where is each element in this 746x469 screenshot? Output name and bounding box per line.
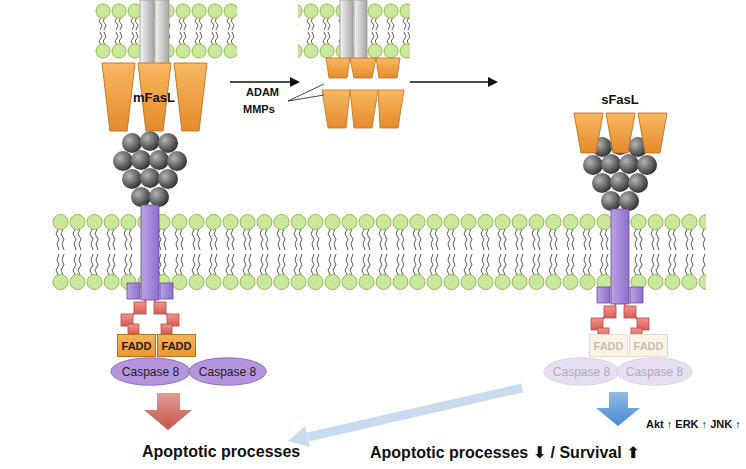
fadd-box: FADD: [629, 334, 668, 357]
transmembrane-rod: [155, 0, 169, 64]
node-text: FADD: [122, 340, 152, 352]
fadd-box: FADD: [157, 334, 196, 357]
fasl-subunit: [638, 113, 667, 153]
node-text: Caspase 8: [122, 365, 179, 379]
fasl-trimer: [572, 112, 668, 154]
node-text: sFasL: [601, 92, 639, 107]
crossover-arrow: [288, 388, 522, 447]
cleaved-fasl-stub: [326, 58, 400, 78]
fadd-box: FADD: [589, 334, 628, 357]
enzyme-label: MMPs: [243, 103, 275, 115]
pathway-label: Akt ↑ ERK ↑ JNK ↑: [646, 418, 741, 430]
node-text: Caspase 8: [199, 365, 256, 379]
leader-line: [288, 84, 324, 101]
caspase-ellipse: Caspase 8: [110, 357, 191, 386]
node-text: mFasL: [133, 90, 175, 105]
soluble-fasl: sFasL: [572, 92, 668, 154]
outcome-label: Apoptotic processes: [142, 443, 300, 461]
transmembrane-rod: [340, 0, 353, 60]
fasl-subunit: [102, 63, 135, 131]
fadd-box: FADD: [117, 334, 156, 357]
cleaved-fasl-fragment: [322, 90, 404, 128]
cleavage-gap: [318, 79, 406, 88]
node-text: FADD: [634, 340, 664, 352]
caspase-shape: [111, 358, 190, 386]
membrane-fasl: mFasL: [100, 62, 208, 132]
outcome-arrow: [596, 392, 640, 426]
transmembrane-rod: [140, 0, 154, 64]
process-arrow: [410, 77, 498, 87]
node-text: Caspase 8: [553, 365, 610, 379]
node-text: FADD: [594, 340, 624, 352]
caspase-shape: [189, 358, 266, 386]
fasl-subunit: [606, 113, 635, 153]
caspase-ellipse: Caspase 8: [616, 357, 693, 386]
outcome-label: Apoptotic processes ⬇ / Survival ⬆: [370, 443, 640, 462]
node-text: FADD: [162, 340, 192, 352]
fas-receptor: [583, 135, 657, 338]
fasl-subunit: [574, 113, 603, 153]
enzyme-label: ADAM: [246, 86, 279, 98]
transmembrane-rod: [354, 0, 367, 60]
fasl-subunit: [174, 63, 207, 131]
fas-receptor: [113, 131, 187, 334]
caspase-shape: [617, 358, 692, 386]
caspase-ellipse: Caspase 8: [543, 357, 620, 386]
process-arrow: [230, 77, 300, 87]
caspase-ellipse: Caspase 8: [188, 357, 267, 386]
node-text: Caspase 8: [626, 365, 683, 379]
caspase-shape: [544, 358, 619, 386]
outcome-arrow: [144, 393, 192, 430]
